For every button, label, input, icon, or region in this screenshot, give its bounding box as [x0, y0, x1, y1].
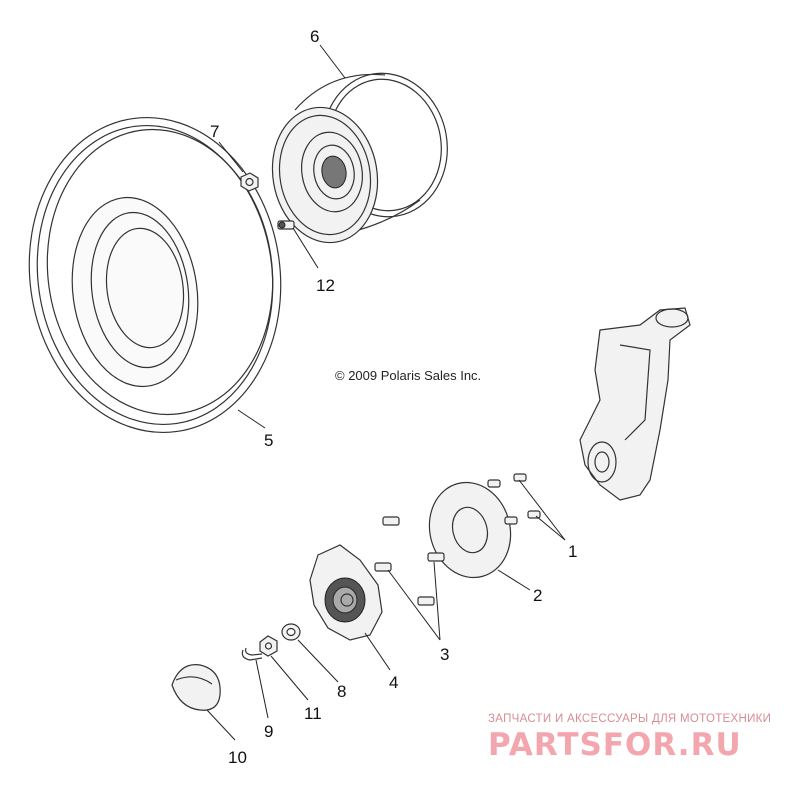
callout-7: 7	[210, 122, 219, 141]
callout-12: 12	[316, 276, 335, 295]
callout-2: 2	[533, 586, 542, 605]
castle-nut	[259, 635, 278, 657]
callout-numbers: 6 7 12 5 1 2 3 4 8 11 9 10	[210, 27, 577, 767]
valve-stem	[277, 220, 295, 230]
callout-1: 1	[568, 542, 577, 561]
washer	[281, 623, 301, 641]
leader-lines	[206, 44, 566, 741]
callout-10: 10	[228, 748, 247, 767]
callout-3: 3	[440, 645, 449, 664]
tire	[28, 116, 282, 434]
hub-bolts	[374, 516, 445, 606]
watermark-brand: PARTSFOR.RU	[488, 727, 742, 763]
callout-8: 8	[337, 682, 346, 701]
callout-9: 9	[264, 722, 273, 741]
copyright-notice: © 2009 Polaris Sales Inc.	[335, 368, 481, 383]
callout-4: 4	[389, 673, 398, 692]
wheel-rim	[271, 72, 448, 244]
brake-disc	[428, 481, 512, 579]
watermark-subtitle: ЗАПЧАСТИ И АКСЕССУАРЫ ДЛЯ МОТОТЕХНИКИ	[488, 713, 771, 725]
steering-knuckle	[579, 307, 691, 501]
hub-cap	[171, 664, 221, 711]
callout-6: 6	[310, 27, 319, 46]
callout-5: 5	[264, 431, 273, 450]
wheel-hub	[309, 544, 383, 641]
lug-nut	[240, 172, 259, 192]
watermark: ЗАПЧАСТИ И АКСЕССУАРЫ ДЛЯ МОТОТЕХНИКИ PA…	[488, 713, 771, 763]
callout-11: 11	[304, 704, 322, 723]
cotter-pin	[241, 647, 263, 661]
